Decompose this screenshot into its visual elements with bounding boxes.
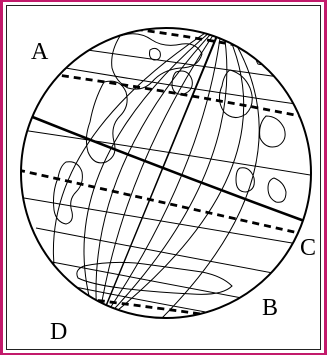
label-a: A <box>31 40 48 64</box>
label-b: B <box>262 296 278 320</box>
label-d: D <box>50 320 67 344</box>
label-c: C <box>300 236 316 260</box>
